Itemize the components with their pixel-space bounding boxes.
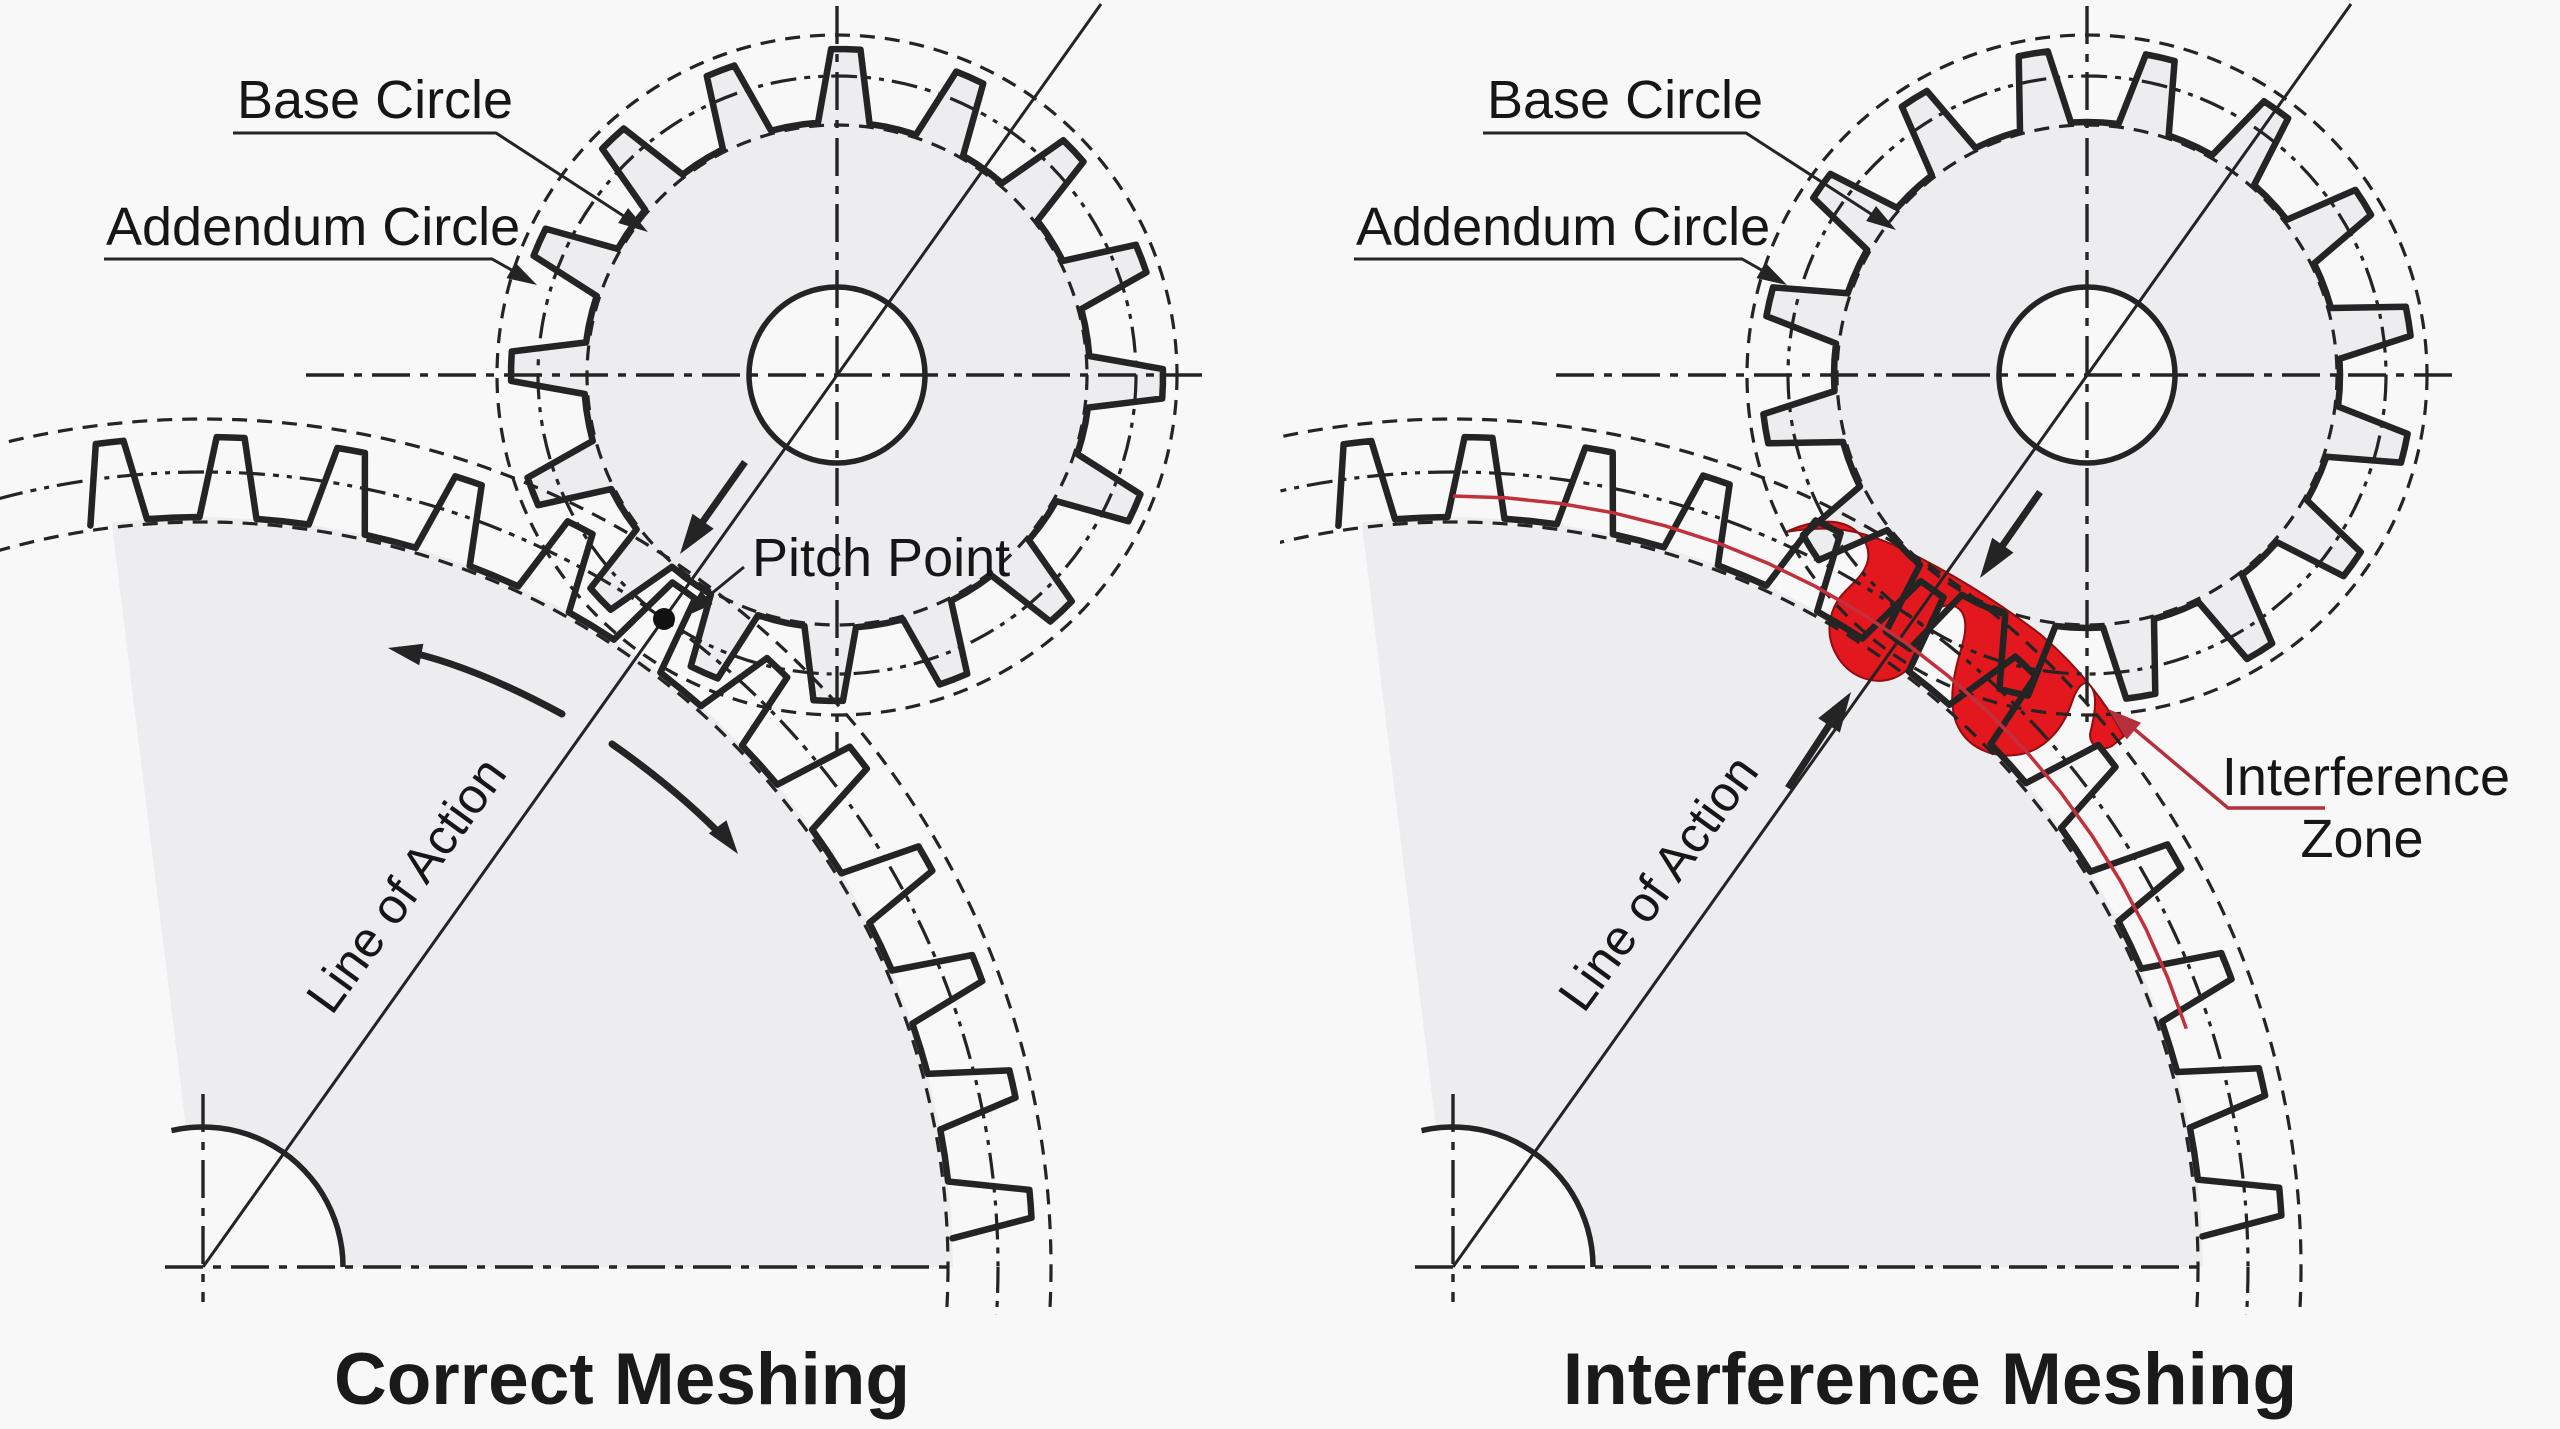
addendum-circle-leader: [104, 257, 525, 279]
large-gear-teeth: [87, 433, 1035, 1242]
large-gear-hub-face: [1421, 1127, 1593, 1267]
addendum-circle-leader: [1354, 257, 1775, 279]
addendum-circle-leader-head-icon: [506, 262, 537, 285]
base-circle-leader: [233, 131, 637, 226]
pitch-point-leader: [699, 565, 745, 605]
large-gear-addendum-circle: [1280, 417, 2303, 1315]
large-gear-hub-face: [171, 1127, 343, 1267]
large-gear-body: [111, 517, 954, 1267]
caption-correct-meshing: Correct Meshing: [334, 1339, 910, 1420]
large-gear-pitch-circle: [1280, 470, 2250, 1315]
large-gear-base-circle: [0, 520, 950, 1315]
correct-meshing-panel: Base Circle Addendum Circle Pitch Point …: [0, 3, 1210, 1315]
addendum-circle-label-left: Addendum Circle: [106, 197, 520, 257]
interference-meshing-drawing: [1280, 3, 2460, 1315]
interference-meshing-panel: Base Circle Addendum Circle Interference…: [1280, 3, 2510, 1315]
large-gear-teeth: [1335, 433, 2285, 1240]
addendum-circle-leader-head-icon: [1756, 262, 1787, 285]
interference-arc: [1452, 494, 2188, 1030]
large-gear-pitch-circle: [0, 470, 1000, 1315]
large-gear-addendum-circle: [0, 417, 1053, 1315]
large-gear-hub-arc: [1420, 1124, 1596, 1268]
large-gear-hub-arc: [170, 1124, 346, 1268]
large-gear-base-circle: [1280, 520, 2200, 1315]
approach-arrow-head-icon: [1980, 537, 2014, 578]
base-circle-label-left: Base Circle: [237, 70, 513, 130]
interference-zone-label-line1: Interference: [2222, 747, 2510, 807]
addendum-circle-label-right: Addendum Circle: [1356, 197, 1770, 257]
rotation-arrow-cw-head-icon: [708, 820, 738, 854]
base-circle-leader-head-icon: [618, 208, 648, 232]
line-of-action: [1451, 3, 2353, 1268]
correct-meshing-drawing: [0, 3, 1210, 1315]
caption-interference-meshing: Interference Meshing: [1562, 1339, 2298, 1420]
pitch-point-dot: [653, 608, 675, 630]
interference-zone-label-line2: Zone: [2300, 809, 2423, 869]
interference-zone-leader: [2124, 720, 2325, 810]
interference-zone-leader-head-icon: [2108, 709, 2141, 740]
pitch-point-label: Pitch Point: [752, 528, 1010, 588]
base-circle-leader: [1483, 131, 1883, 223]
pitch-point-leader-head-icon: [684, 590, 713, 617]
rotation-arrow-ccw-head-icon: [388, 643, 424, 666]
line-of-action: [201, 3, 1103, 1268]
pinion-teeth: [1760, 48, 2414, 702]
base-circle-label-right: Base Circle: [1487, 70, 1763, 130]
approach-arrow-head-icon: [680, 513, 714, 554]
recess-arrow-head-icon: [1818, 692, 1851, 733]
pinion-teeth: [507, 45, 1167, 705]
base-circle-leader-head-icon: [1866, 206, 1896, 230]
large-gear-body: [1361, 517, 2203, 1267]
